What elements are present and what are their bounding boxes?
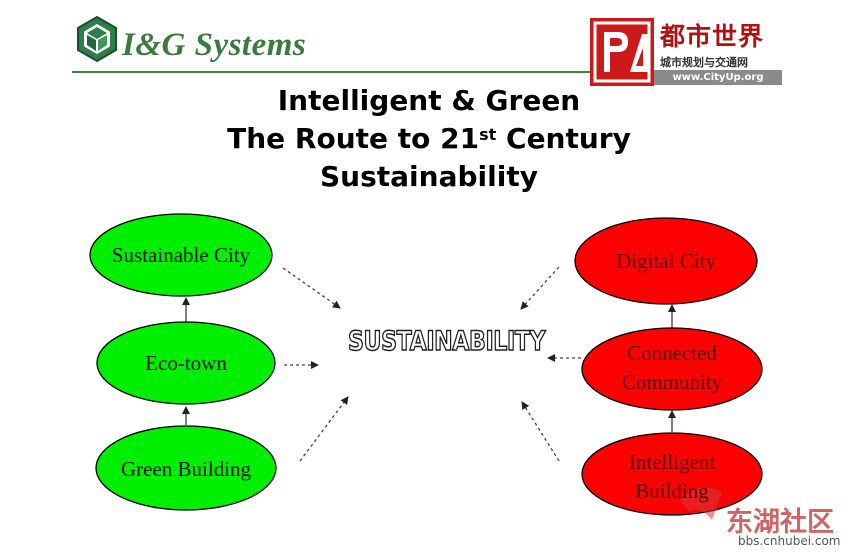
center-sustainability-label: SUSTAINABILITY [347,325,546,358]
partner-logo-subtitle: 城市规划与交通网 [660,56,748,69]
dashed-arrow-sustainable-city [282,267,341,309]
node-sustainable-city-label: Sustainable City [111,242,251,267]
node-digital-city-label: Digital City [616,248,716,273]
node-intelligent-building-label: Intelligent Building [628,450,716,503]
ig-systems-logo [72,14,372,74]
node-eco-town [96,321,276,405]
partner-logo-url: www.CityUp.org [654,70,782,85]
node-sustainable-city [89,213,273,297]
partner-logo-name: 都市世界 [660,22,765,51]
dashed-arrow-digital-city [520,266,560,310]
watermark-text: 东湖社区 [726,507,834,538]
title-line-2-prefix: The Route to 21 [227,122,480,155]
title-line-2-superscript: st [479,125,497,144]
dashed-arrow-intelligent-building [521,401,560,462]
node-connected-community [581,327,763,411]
title-line-1: Intelligent & Green [277,84,581,117]
node-connected-community-label: Connected Community [621,341,723,394]
node-digital-city [574,217,758,305]
header-divider [72,71,592,73]
ig-systems-logo-text: I&G Systems [122,27,307,63]
title-line-2: The Route to 21st Century [0,120,858,158]
title-line-2-suffix: Century [496,122,631,155]
node-green-building [95,425,277,511]
hexagon-logo-icon [77,15,117,63]
node-eco-town-label: Eco-town [145,350,227,375]
title-line-3: Sustainability [320,160,538,193]
dashed-arrow-green-building [299,396,349,462]
node-green-building-label: Green Building [120,456,252,481]
pd-logo-icon [590,18,654,86]
watermark-url: bbs.cnhubei.com [738,534,841,548]
watermark-swoosh-icon [680,487,722,520]
